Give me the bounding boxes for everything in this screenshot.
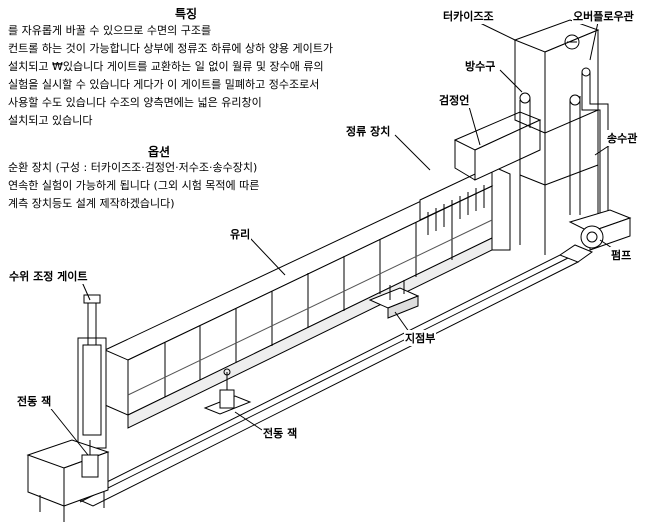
label-pump: 펌프 — [610, 247, 633, 263]
head-tank — [513, 19, 600, 255]
features-heading: 특징 — [175, 7, 198, 21]
flume-channel — [103, 177, 494, 429]
label-head-tank: 터카이즈조 — [442, 8, 495, 24]
features-line: 설치되고 있습니다 — [8, 114, 93, 127]
label-outlet: 방수구 — [464, 58, 497, 74]
features-line: 설치되고 ₩있습니다 게이트를 교환하는 일 없이 월류 및 장수애 류의 — [8, 60, 324, 73]
reservoir-box — [26, 439, 110, 522]
head-tank-pipes — [519, 67, 609, 228]
weir-box — [453, 111, 542, 181]
label-rectifier: 정류 장치 — [345, 123, 392, 139]
label-supply-pipe: 송수관 — [606, 130, 639, 146]
label-jack-left: 전동 잭 — [16, 393, 53, 409]
label-jack-center: 전동 잭 — [262, 425, 299, 441]
label-weir: 검정언 — [438, 92, 471, 108]
level-gate — [77, 294, 107, 449]
label-overflow-pipe: 오버플로우관 — [572, 8, 635, 24]
jack-left — [81, 440, 99, 478]
features-line: 컨트롤 하는 것이 가능합니다 상부에 정류조 하류에 상하 양용 게이트가 — [8, 42, 333, 55]
features-line: 를 자유롭게 바꿀 수 있으므로 수면의 구조를 — [8, 24, 212, 37]
return-pipe — [73, 244, 594, 507]
options-line: 연속한 실험이 가능하게 됩니다 (그외 시험 목적에 따른 — [8, 179, 260, 192]
features-line: 실험을 실시할 수 있습니다 게다가 이 게이트를 밀폐하고 정수조로서 — [8, 78, 320, 91]
options-line: 계측 장치등도 설계 제작하겠습니다) — [8, 197, 175, 210]
options-heading: 옵션 — [148, 145, 171, 159]
leader-lines — [47, 21, 613, 456]
options-line: 순환 장치 (구성 : 터카이즈조·검정언·저수조·송수장치) — [8, 161, 258, 174]
label-glass: 유리 — [229, 226, 252, 242]
jack-center — [203, 368, 252, 415]
label-level-gate: 수위 조정 게이트 — [8, 268, 89, 284]
features-line: 사용할 수도 있습니다 수조의 양측면에는 넓은 유리창이 — [8, 96, 262, 109]
pump-unit — [568, 209, 632, 251]
label-support: 지점부 — [404, 330, 437, 346]
